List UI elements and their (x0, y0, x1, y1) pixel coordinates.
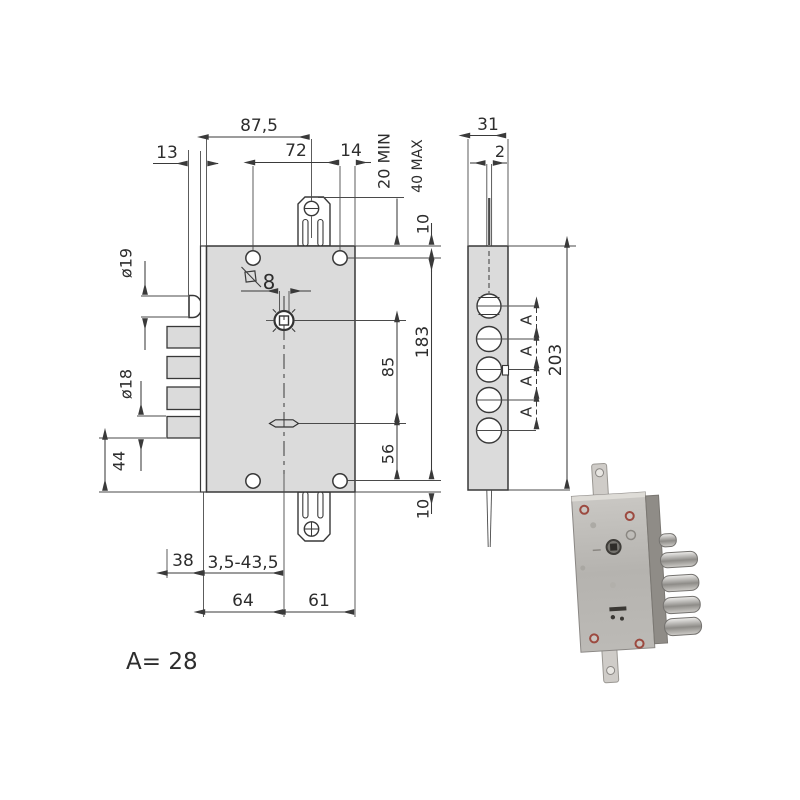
mounting-tab-bottom (297, 491, 331, 542)
deadbolts (166, 325, 202, 439)
side-extension-lines (467, 139, 576, 491)
side-dimension-labels: 31 2 203 A A A A (477, 115, 566, 417)
photo-detail-screws (580, 522, 637, 589)
dim-screw-spacing: 72 (285, 141, 307, 161)
latch-bolt (188, 294, 203, 319)
faceplate-front (199, 245, 208, 493)
case-screw-holes (245, 250, 348, 489)
dim-edge-to-screw-top: 10 (414, 214, 433, 234)
dim-bolt-throw: 38 (172, 551, 194, 571)
dim-edge-to-screw-bottom: 10 (414, 499, 433, 519)
dim-pitch-1: A (517, 314, 535, 325)
dim-pitch-4: A (517, 406, 535, 417)
front-dimension-lines (102, 134, 435, 615)
photo-corner-screws (579, 504, 645, 649)
mounting-tab-top (297, 196, 331, 247)
dim-depth: 31 (477, 115, 499, 135)
dim-pitch-3: A (517, 375, 535, 386)
product-photo (570, 462, 703, 684)
dim-spindle-to-keyhole: 85 (379, 357, 398, 377)
photo-body-top-highlight (571, 492, 646, 502)
photo-bolts (658, 533, 703, 637)
photo-keyhole (609, 606, 627, 621)
dim-center-to-edge: 61 (308, 591, 330, 611)
dim-adjust-max: 40 MAX (410, 139, 426, 193)
front-view (166, 196, 356, 542)
side-dimension-lines (458, 132, 570, 489)
photo-mounting-tab-top (591, 462, 610, 501)
side-keyhole-notch (501, 364, 510, 376)
faceplate-edge-bottom (486, 489, 493, 548)
dim-faceplate-to-screw: 87,5 (240, 116, 278, 136)
square-symbol (241, 266, 262, 288)
side-view (467, 164, 536, 548)
dim-keyhole-to-screw: 56 (379, 444, 398, 464)
dim-latch-diameter: ø19 (117, 248, 136, 278)
dim-screw-to-edge: 14 (340, 141, 362, 161)
front-dimension-labels: 87,5 72 14 13 20 MIN 40 MAX 10 183 85 56… (110, 116, 433, 611)
dim-adjust-range: 3,5-43,5 (207, 553, 278, 573)
dim-plate-length: 203 (546, 344, 566, 376)
lock-case-front (205, 245, 356, 493)
photo-mounting-tab-bottom (601, 647, 620, 684)
front-extension-lines (99, 137, 441, 617)
dim-screw-span: 183 (413, 326, 433, 358)
photo-spindle-hole (605, 539, 622, 556)
dim-plate-thickness: 2 (495, 142, 505, 161)
photo-lock-body (570, 491, 656, 653)
dim-adjust-min: 20 MIN (375, 133, 394, 189)
dim-backset: 64 (232, 591, 254, 611)
pitch-note: A= 28 (126, 649, 198, 675)
photo-body-side-face (645, 494, 669, 645)
dim-spindle-square: 8 (263, 270, 276, 294)
dim-latch-offset: 13 (156, 143, 178, 163)
dim-bolt-diameter: ø18 (117, 369, 136, 399)
dim-pitch-2: A (517, 345, 535, 356)
dim-bolt-to-bottom: 44 (110, 451, 129, 471)
